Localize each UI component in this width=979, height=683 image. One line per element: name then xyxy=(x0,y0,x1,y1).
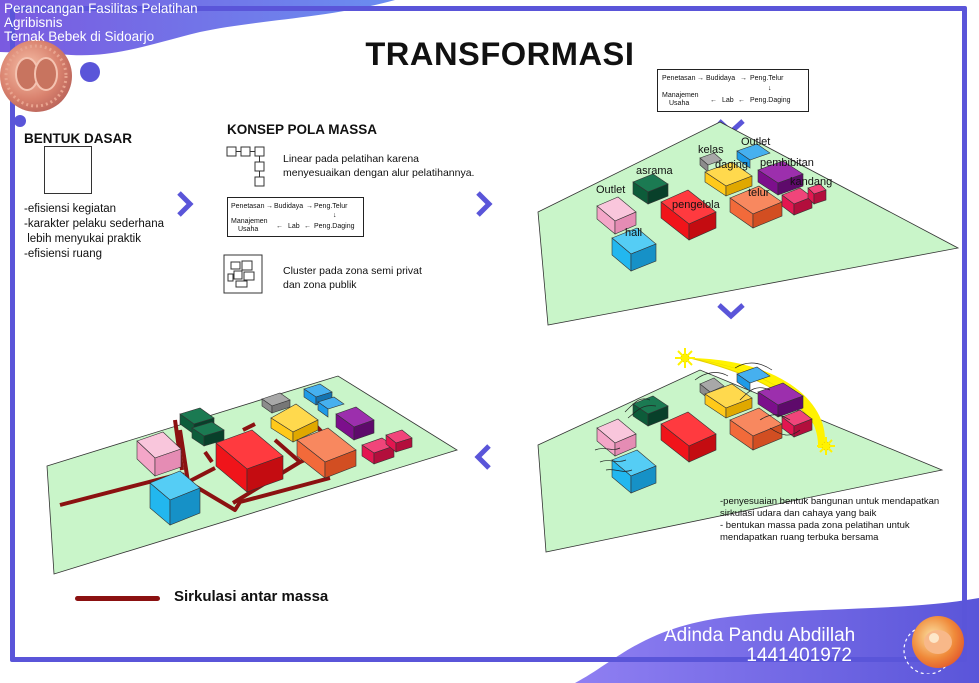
bentuk-dasar-heading: BENTUK DASAR xyxy=(24,131,132,146)
sun-icon xyxy=(675,348,835,455)
note-4: mendapatkan ruang terbuka bersama xyxy=(720,532,879,543)
label-asrama: asrama xyxy=(636,165,673,177)
konsep-heading: KONSEP POLA MASSA xyxy=(227,122,378,137)
cluster-pattern-icon xyxy=(223,254,263,294)
label-pengelola: pengelola xyxy=(672,199,720,211)
flow-budidaya: Budidaya xyxy=(706,75,736,82)
flow-arrow: ← xyxy=(738,97,745,104)
author-block: Adinda Pandu Abdillah 1441401972 xyxy=(664,625,856,666)
author-id: 1441401972 xyxy=(746,645,852,666)
flow-arrow: ↓ xyxy=(333,212,337,219)
project-title-line1: Perancangan Fasilitas Pelatihan Agribisn… xyxy=(4,1,198,30)
flow-penetasan: Penetasan xyxy=(662,75,696,82)
building-pengelola xyxy=(660,189,717,241)
legend-line xyxy=(75,596,160,601)
flow-arrow: ← xyxy=(276,223,283,230)
point-3: lebih menyukai praktik xyxy=(24,233,141,245)
flow-lab: Lab xyxy=(722,97,734,104)
flow-peng-daging: Peng.Daging xyxy=(750,97,791,104)
egg-illustration xyxy=(903,616,964,674)
point-2: -karakter pelaku sederhana xyxy=(24,218,164,230)
author-name: Adinda Pandu Abdillah xyxy=(664,625,856,646)
label-telur: telur xyxy=(748,187,770,199)
flow-arrow: ← xyxy=(710,97,717,104)
label-kelas: kelas xyxy=(698,144,724,156)
label-daging: daging xyxy=(715,159,749,171)
project-title: Perancangan Fasilitas Pelatihan Agribisn… xyxy=(4,2,244,44)
chevron-left-icon xyxy=(474,444,491,470)
building-outlet-top xyxy=(736,143,771,169)
flow-peng-telur: Peng.Telur xyxy=(314,203,348,210)
flow-penetasan: Penetasan xyxy=(231,203,265,210)
legend-label: Sirkulasi antar massa xyxy=(174,588,329,605)
flow-arrow: → xyxy=(740,75,747,82)
building-outlet xyxy=(596,196,637,235)
flow-arrow: ↓ xyxy=(768,85,772,92)
chevron-down-icon xyxy=(717,303,745,320)
cluster-text-1: Cluster pada zona semi privat xyxy=(283,265,422,277)
building-kelas xyxy=(699,152,723,173)
cell-illustration xyxy=(0,40,100,127)
flow-usaha: Usaha xyxy=(669,100,690,107)
bentuk-dasar-points: -efisiensi kegiatan -karakter pelaku sed… xyxy=(24,202,164,262)
label-outlet-left: Outlet xyxy=(596,184,626,196)
linear-text: Linear pada pelatihan karena menyesuaika… xyxy=(283,152,474,180)
content-frame xyxy=(10,6,967,662)
note-1: -penyesuaian bentuk bangunan untuk menda… xyxy=(720,496,940,507)
flow-arrow: ← xyxy=(304,223,311,230)
flow-usaha: Usaha xyxy=(238,226,259,233)
flow-manajemen: Manajemen xyxy=(231,218,268,225)
basic-square xyxy=(44,146,92,194)
flow-manajemen: Manajemen xyxy=(662,92,699,99)
project-title-line2: Ternak Bebek di Sidoarjo xyxy=(4,29,155,44)
flow-arrow: → xyxy=(697,75,704,82)
flow-peng-telur: Peng.Telur xyxy=(750,75,784,82)
linear-pattern-icon xyxy=(226,146,265,187)
chevron-right-icon xyxy=(177,191,194,217)
linear-text-1: Linear pada pelatihan karena xyxy=(283,153,420,165)
cluster-text-2: dan zona publik xyxy=(283,279,357,291)
label-outlet-top: Outlet xyxy=(741,136,771,148)
page-title: TRANSFORMASI xyxy=(365,36,635,72)
flow-arrow: → xyxy=(306,203,313,210)
building-asrama xyxy=(632,173,669,205)
label-kandang: kandang xyxy=(790,176,833,188)
training-flow-diagram: Penetasan → Budidaya → Peng.Telur ↓ Mana… xyxy=(227,197,364,237)
building-hall xyxy=(611,227,657,272)
chevron-right-icon xyxy=(476,191,493,217)
point-4: -efisiensi ruang xyxy=(24,248,102,260)
training-flow-diagram-top: Penetasan → Budidaya → Peng.Telur ↓ Mana… xyxy=(657,69,809,112)
label-pembibitan: pembibitan xyxy=(760,157,814,169)
analysis-notes: -penyesuaian bentuk bangunan untuk menda… xyxy=(720,496,939,544)
building-kandang xyxy=(781,183,827,216)
point-1: -efisiensi kegiatan xyxy=(24,203,117,215)
note-3: - bentukan massa pada zona pelatihan unt… xyxy=(720,520,910,531)
building-daging xyxy=(704,161,753,197)
label-hall: hall xyxy=(625,227,643,239)
flow-peng-daging: Peng.Daging xyxy=(314,223,355,230)
building-pembibitan xyxy=(757,160,804,196)
note-2: sirkulasi udara dan cahaya yang baik xyxy=(720,508,877,519)
cluster-text: Cluster pada zona semi privat dan zona p… xyxy=(283,264,422,292)
linear-text-2: menyesuaikan dengan alur pelatihannya. xyxy=(283,167,475,179)
flow-budidaya: Budidaya xyxy=(274,203,304,210)
flow-lab: Lab xyxy=(288,223,300,230)
wind-lines xyxy=(594,362,801,472)
flow-arrow: → xyxy=(266,203,273,210)
